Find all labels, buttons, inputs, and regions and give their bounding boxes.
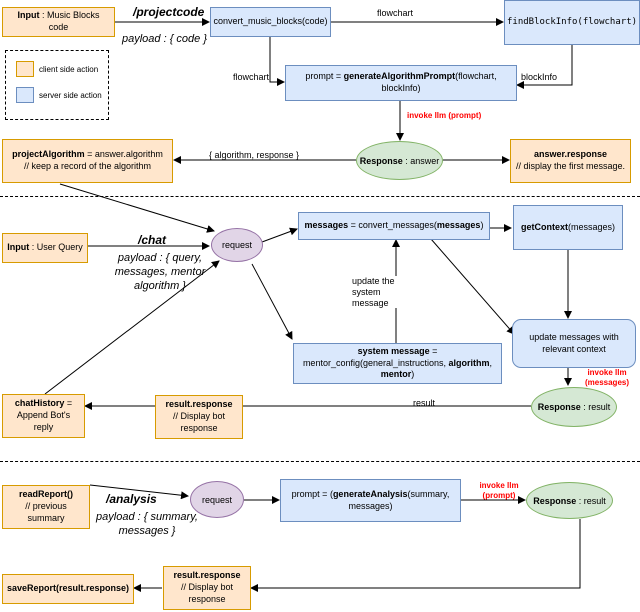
chat-history-node: chatHistory = Append Bot's reply xyxy=(2,394,85,438)
response-result-node: Response : result xyxy=(531,387,617,427)
section-separator-2 xyxy=(0,461,640,462)
legend: client side action server side action xyxy=(5,50,109,120)
mentor-config-node: system message =mentor_config(general_in… xyxy=(293,343,502,384)
response-result-analysis-node: Response : result xyxy=(526,482,613,519)
input-code-node: Input : Music Blocks code xyxy=(2,7,115,37)
result-label: result xyxy=(413,398,436,408)
section-separator-1 xyxy=(0,196,640,197)
request-chat-node: request xyxy=(211,228,263,262)
update-system-message-label: update the system message xyxy=(352,276,402,309)
route-projectcode: /projectcode xyxy=(133,5,205,19)
convert-blocks-node: convert_music_blocks(code) xyxy=(210,7,331,37)
legend-server-label: server side action xyxy=(39,91,102,100)
invoke-llm-prompt-label: invoke llm (prompt) xyxy=(407,111,482,120)
payload-chat: payload : { query, messages, mentor algo… xyxy=(114,252,206,292)
save-report-node: saveReport(result.response) xyxy=(2,574,134,604)
convert-messages-node: messages = convert_messages(messages) xyxy=(298,212,490,240)
input-query-node: Input : User Query xyxy=(2,233,88,263)
flowchart-label-left: flowchart xyxy=(233,72,270,82)
flowchart-label-top: flowchart xyxy=(377,8,414,18)
get-context-node: getContext(messages) xyxy=(513,205,623,250)
payload-code: payload : { code } xyxy=(122,33,208,45)
generate-analysis-node: prompt = (generateAnalysis(summary, mess… xyxy=(280,479,461,522)
update-messages-node: update messages with relevant context xyxy=(512,319,636,368)
find-block-info-node: findBlockInfo(flowchart) xyxy=(504,0,640,45)
invoke-llm-messages-label: invoke llm (messages) xyxy=(584,368,630,387)
generate-algorithm-prompt-node: prompt = generateAlgorithmPrompt(flowcha… xyxy=(285,65,517,101)
read-report-node: readReport()// previous summary xyxy=(2,485,90,529)
route-chat: /chat xyxy=(138,233,167,247)
payload-analysis: payload : { summary, messages } xyxy=(96,511,198,537)
request-analysis-node: request xyxy=(190,481,244,518)
answer-response-node: answer.response// display the first mess… xyxy=(510,139,631,183)
route-analysis: /analysis xyxy=(106,492,157,506)
response-answer-node: Response : answer xyxy=(356,141,443,180)
legend-client-label: client side action xyxy=(39,65,99,74)
invoke-llm-prompt-analysis-label: invoke llm (prompt) xyxy=(479,481,519,500)
result-response-node: result.response// Display bot response xyxy=(155,395,243,439)
block-info-label: blockInfo xyxy=(521,72,558,82)
result-response-analysis-node: result.response// Display bot response xyxy=(163,566,251,610)
server-swatch xyxy=(16,87,34,103)
client-swatch xyxy=(16,61,34,77)
algorithm-response-label: { algorithm, response } xyxy=(209,150,300,160)
project-algorithm-node: projectAlgorithm = answer.algorithm// ke… xyxy=(2,139,173,183)
